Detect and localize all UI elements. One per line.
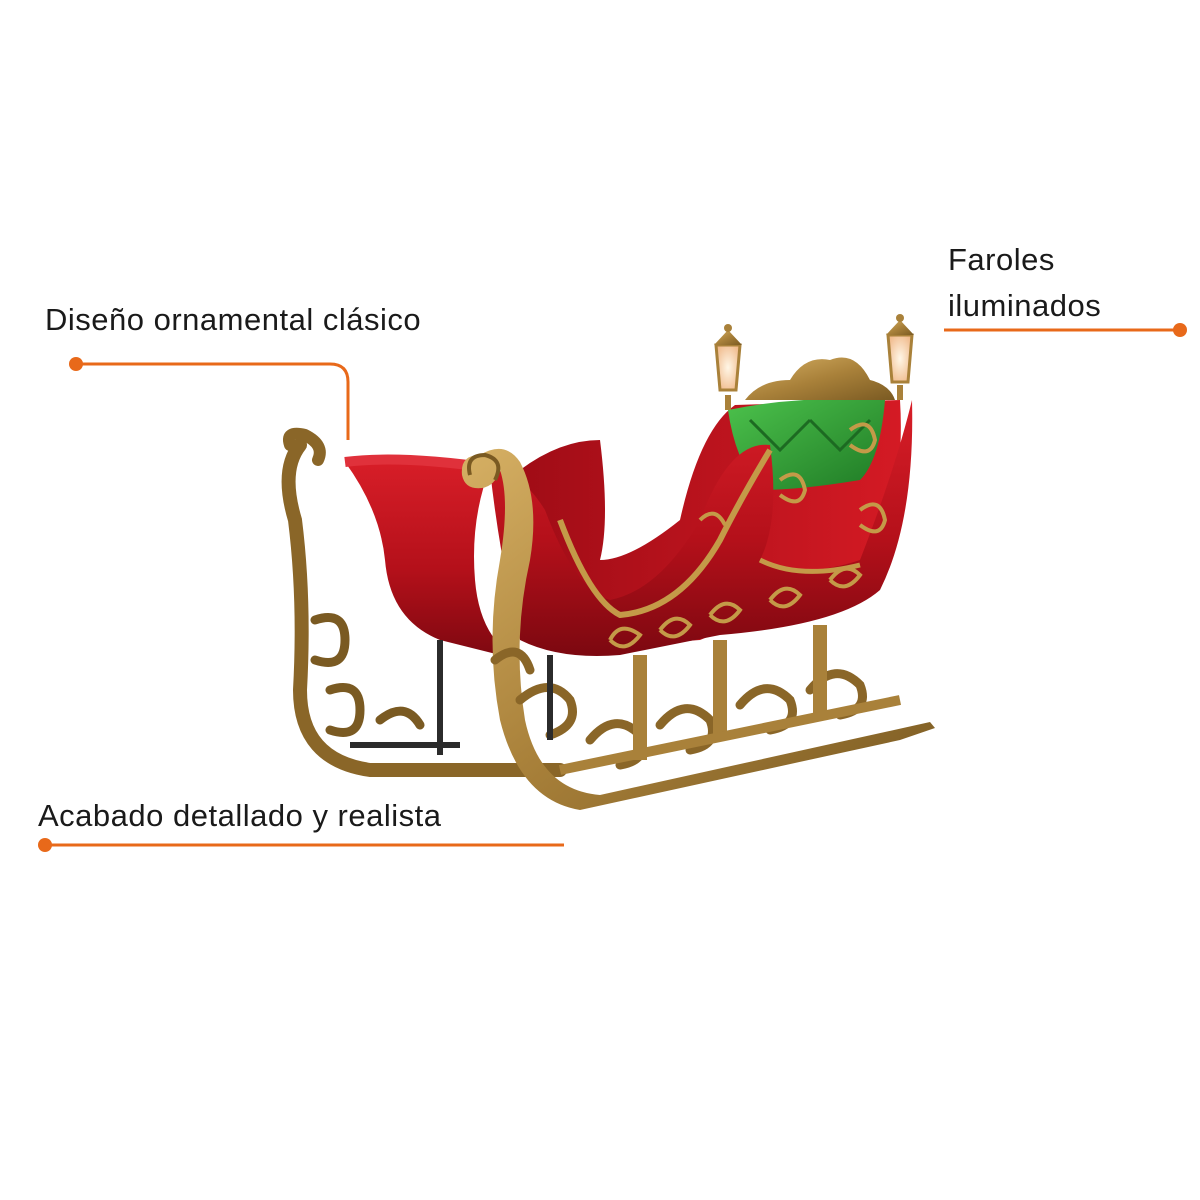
callout-leader-design [69,357,350,440]
callout-finish-label: Acabado detallado y realista [38,798,442,833]
sleigh-body [490,400,913,656]
callout-lanterns-line2: iluminados [948,288,1102,323]
callout-lanterns-label: Faroles iluminados [948,237,1101,329]
lantern-left-icon [714,324,742,410]
callout-leader-lanterns [944,323,1187,337]
scroll-ornaments [608,422,888,649]
lantern-right-icon [886,314,914,400]
gold-crest [745,357,895,400]
callout-design-label: Diseño ornamental clásico [45,302,422,337]
under-frame [350,640,553,755]
front-runner [461,448,935,810]
callout-leader-finish [38,838,564,852]
back-runner [281,427,567,777]
callout-lanterns-line1: Faroles [948,242,1055,277]
